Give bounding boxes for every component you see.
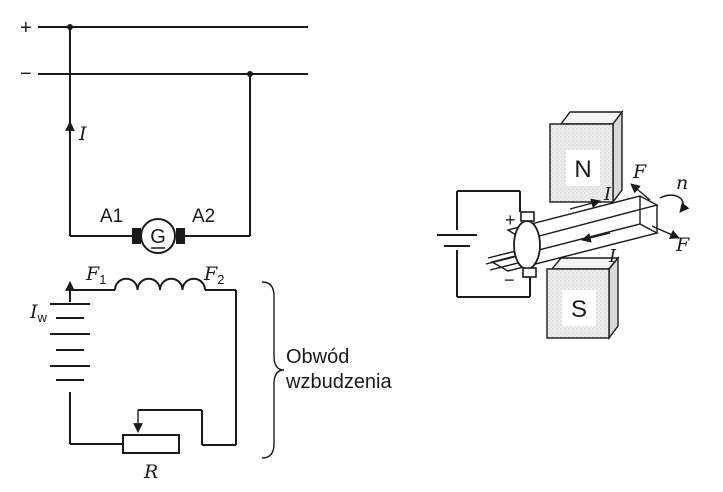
rheostat-body — [122, 434, 180, 454]
excitation-brace — [261, 281, 285, 459]
rotation-label: n — [676, 172, 688, 194]
brush-minus-sign: − — [504, 270, 515, 290]
terminal-a2-label: A2 — [192, 206, 215, 227]
excitation-label-line2: wzbudzenia — [285, 371, 393, 393]
force-top-label: F — [632, 161, 647, 183]
brush-a2 — [176, 228, 185, 244]
negative-bus-sign: − — [20, 63, 32, 85]
excitation-label-line1: Obwód — [286, 346, 349, 368]
terminal-a1-label: A1 — [100, 206, 123, 227]
current-top-label: I — [603, 184, 612, 205]
force-right-label: F — [675, 234, 690, 256]
force-arrow-right — [651, 225, 680, 239]
south-pole-label: S — [571, 296, 587, 323]
force-arrow-top — [630, 183, 651, 201]
field-terminal-f2-label: F2 — [203, 263, 224, 287]
current-bottom-label: I — [608, 246, 617, 267]
generator-symbol — [140, 218, 176, 254]
motor-principle-sketch: N S — [437, 109, 690, 341]
current-arrow-bottom — [581, 232, 611, 243]
current-label: I — [78, 123, 87, 145]
magnet-north: N — [549, 109, 624, 205]
magnet-south: S — [546, 256, 620, 341]
commutator — [513, 211, 541, 278]
field-terminal-f1-label: F1 — [85, 263, 106, 287]
current-arrow-top — [569, 198, 601, 210]
north-pole-label: N — [574, 156, 591, 183]
generator-circuit: + − I G A1 A2 — [20, 17, 393, 483]
generator-letter: G — [150, 226, 166, 248]
brush-a1 — [132, 228, 141, 244]
field-winding-coil — [114, 277, 206, 291]
excitation-current-label: Iw — [29, 301, 48, 325]
positive-bus-sign: + — [20, 17, 32, 39]
rotation-arrow — [659, 194, 690, 213]
resistor-label: R — [143, 461, 158, 483]
brush-plus-sign: + — [505, 210, 516, 230]
excitation-battery — [50, 303, 90, 381]
